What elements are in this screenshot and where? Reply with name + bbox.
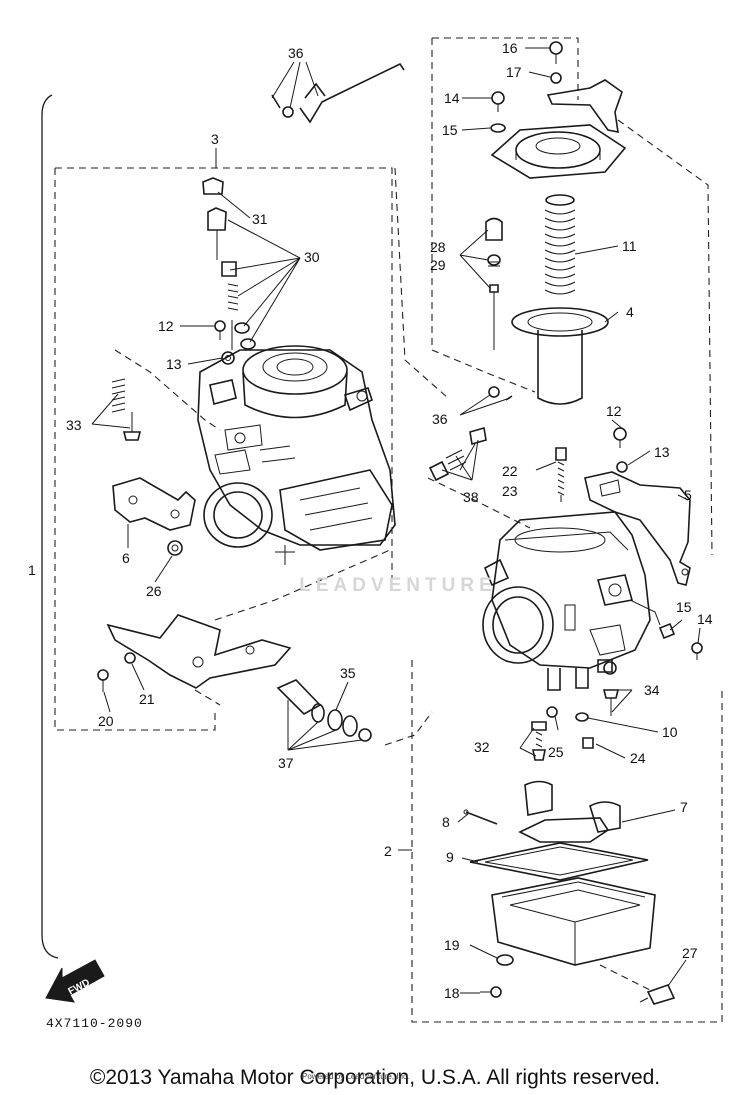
powered-by-credit: Powered by LeadVenture, Inc. [302, 1072, 410, 1081]
callout-22: 22 [502, 463, 518, 479]
callout-13-left: 13 [166, 356, 182, 372]
part-11-spring [544, 194, 576, 295]
callout-4: 4 [626, 304, 634, 320]
callout-16: 16 [502, 40, 518, 56]
fwd-arrow-icon: FWD [45, 959, 105, 1003]
right-top-screws [555, 427, 628, 502]
callout-26: 26 [146, 583, 162, 599]
carburetor-exploded-diagram: 36 3 31 30 12 13 33 6 26 1 21 20 35 37 1… [28, 37, 723, 1023]
callout-24: 24 [630, 750, 646, 766]
callout-20: 20 [98, 713, 114, 729]
float-bowl [480, 877, 676, 1005]
callout-11: 11 [622, 238, 637, 254]
callout-37: 37 [278, 755, 294, 771]
left-top-parts [202, 177, 256, 365]
callout-1: 1 [28, 562, 36, 578]
lower-right-jets [531, 661, 620, 761]
part-28-29-needle [485, 217, 503, 350]
callout-8: 8 [442, 814, 450, 830]
callout-7: 7 [680, 799, 688, 815]
right-side-screws [658, 622, 703, 660]
callout-33: 33 [66, 417, 82, 433]
callout-5: 5 [684, 487, 692, 503]
callout-19: 19 [444, 937, 460, 953]
bracket-group-1 [41, 94, 59, 959]
part-37-linkage [276, 679, 372, 742]
callout-17: 17 [506, 64, 522, 80]
callout-15-top: 15 [442, 122, 458, 138]
callout-6: 6 [122, 550, 130, 566]
callout-10: 10 [662, 724, 678, 740]
callout-35: 35 [340, 665, 356, 681]
copyright-notice: ©2013 Yamaha Motor Corporation, U.S.A. A… [89, 1066, 661, 1089]
callout-34: 34 [644, 682, 660, 698]
callout-30: 30 [304, 249, 320, 265]
part-9-gasket [469, 842, 649, 881]
callout-15-right: 15 [676, 599, 692, 615]
callout-36-mid: 36 [432, 411, 448, 427]
callout-2: 2 [384, 843, 392, 859]
part-5-bracket [584, 471, 691, 586]
callout-21: 21 [139, 691, 155, 707]
callout-13-right: 13 [654, 444, 670, 460]
diaphragm-cover [490, 41, 627, 179]
right-carburetor [482, 511, 661, 691]
group-outlines [54, 37, 723, 1023]
callout-31: 31 [252, 211, 268, 227]
leadventure-watermark: LEADVENTURE [299, 575, 497, 596]
callout-36-top: 36 [288, 45, 304, 61]
part-7-float [463, 780, 621, 843]
callout-18: 18 [444, 985, 460, 1001]
callout-23: 23 [502, 483, 518, 499]
left-carburetor [197, 345, 396, 565]
callout-25: 25 [548, 744, 564, 760]
callout-numbers: 36 3 31 30 12 13 33 6 26 1 21 20 35 37 1… [28, 40, 713, 1001]
part-36-top-link [271, 62, 405, 124]
callout-14-top: 14 [444, 90, 460, 106]
part-6-bracket [112, 477, 196, 556]
drawing-code: 4X7110-2090 [46, 1016, 143, 1031]
callout-12-right: 12 [606, 403, 622, 419]
callout-38: 38 [463, 489, 479, 505]
callout-12-left: 12 [158, 318, 174, 334]
part-33-spring-screw [111, 349, 221, 441]
part-4-diaphragm-piston [511, 307, 609, 405]
lower-left-plate [97, 549, 391, 706]
callout-32: 32 [474, 739, 490, 755]
leader-lines [91, 47, 701, 994]
callout-28: 28 [430, 239, 446, 255]
callout-27: 27 [682, 945, 698, 961]
callout-29: 29 [430, 257, 446, 273]
callout-3: 3 [211, 131, 219, 147]
callout-14-right: 14 [697, 611, 713, 627]
callout-9: 9 [446, 849, 454, 865]
